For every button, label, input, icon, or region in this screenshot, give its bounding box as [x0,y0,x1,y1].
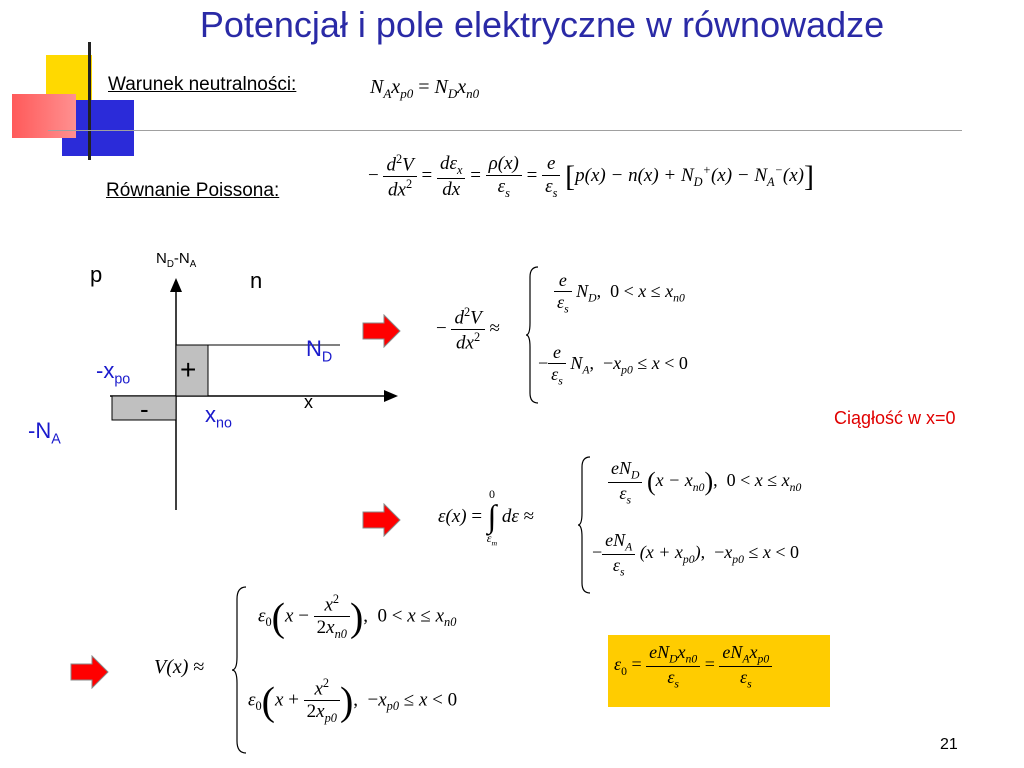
x-axis-label: x [304,392,313,412]
continuity-note: Ciągłość w x=0 [834,408,956,428]
page-number: 21 [940,736,958,753]
nd-label: ND [306,336,333,366]
brace-icon [526,266,539,404]
brace-icon [232,586,247,754]
plus-sign: + [180,354,197,385]
arrow-icon [362,503,401,537]
decor-red-square [12,94,76,138]
page-title: Potencjał i pole elektryczne w równowadz… [199,4,885,45]
na-label: -NA [28,418,61,448]
charge-density-plot [110,278,398,510]
header-divider [48,130,962,131]
neutrality-equation: NAxp0 = NDxn0 [370,76,480,101]
region-n-label: n [250,268,263,293]
brace-icon [578,456,591,594]
potential-lhs: V(x) ≈ [154,656,205,678]
decor-vertical-line [88,42,91,160]
region-p-label: p [90,262,103,287]
field-lhs: ε(x) = 0 ∫ εm dε ≈ [438,487,535,548]
minus-sign: - [140,394,149,424]
y-axis-label: ND-NA [156,250,197,270]
xno-label: xno [205,402,232,432]
eps0-highlight-box [608,635,830,707]
arrow-icon [70,655,109,689]
poisson-label: Równanie Poissona: [106,180,280,201]
xpo-label: -xpo [96,358,131,388]
arrow-icon [362,314,401,348]
neutrality-label: Warunek neutralności: [108,74,297,95]
